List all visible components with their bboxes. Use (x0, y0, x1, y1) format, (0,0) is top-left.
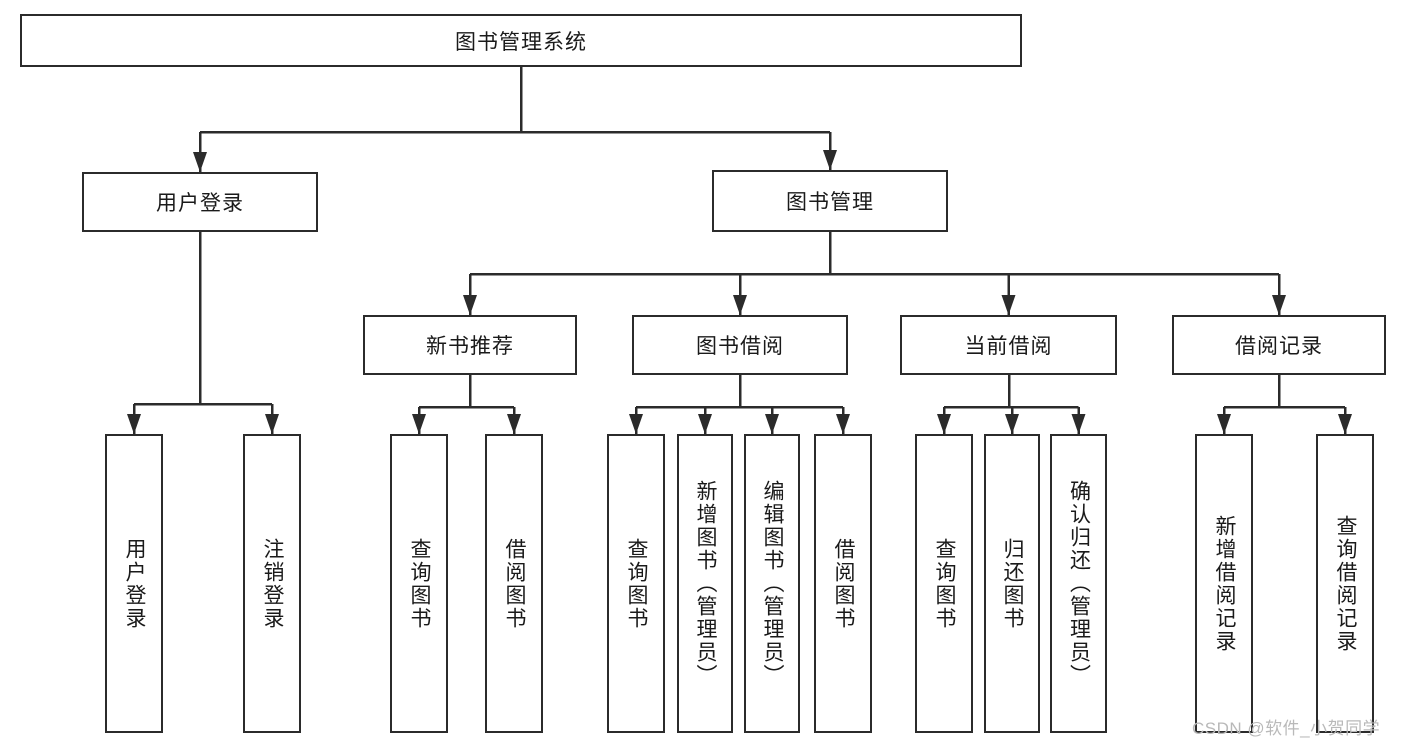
node-leaf-query-book-2[interactable]: 查询图书 (607, 434, 665, 733)
node-label: 查询图书 (408, 537, 432, 630)
node-new-book-recommend[interactable]: 新书推荐 (363, 315, 577, 375)
arrow-head-leaf-return-book (1005, 414, 1019, 434)
node-label: 新增图书（管理员） (694, 480, 718, 687)
node-label: 图书管理 (786, 191, 874, 214)
arrow-head-leaf-borrow-book-2 (836, 414, 850, 434)
arrow-head-leaf-logout-login (265, 414, 279, 434)
arrow-head-leaf-query-borrow-record (1338, 414, 1352, 434)
node-label: 当前借阅 (964, 335, 1053, 358)
node-leaf-query-book-3[interactable]: 查询图书 (915, 434, 973, 733)
arrow-head-leaf-query-book-3 (937, 414, 951, 434)
node-label: 借阅图书 (503, 537, 527, 630)
node-book-manage[interactable]: 图书管理 (712, 170, 948, 232)
node-label: 注销登录 (261, 537, 285, 630)
node-book-borrow[interactable]: 图书借阅 (632, 315, 848, 375)
arrow-head-current-borrow (1001, 295, 1016, 315)
node-leaf-return-book[interactable]: 归还图书 (984, 434, 1040, 733)
arrow-head-leaf-add-book-admin (698, 414, 712, 434)
node-label: 确认归还（管理员） (1067, 480, 1091, 687)
node-leaf-user-login[interactable]: 用户登录 (105, 434, 163, 733)
arrow-head-leaf-user-login (127, 414, 141, 434)
node-label: 借阅图书 (832, 537, 856, 630)
arrow-head-leaf-confirm-return-admin (1071, 414, 1086, 434)
arrow-head-new-book-recommend (463, 295, 477, 315)
node-label: 编辑图书（管理员） (761, 480, 785, 687)
node-leaf-edit-book-admin[interactable]: 编辑图书（管理员） (744, 434, 800, 733)
arrow-head-leaf-add-borrow-record (1217, 414, 1231, 434)
node-label: 新增借阅记录 (1213, 514, 1237, 653)
node-borrow-record[interactable]: 借阅记录 (1172, 315, 1386, 375)
node-leaf-borrow-book-1[interactable]: 借阅图书 (485, 434, 543, 733)
node-leaf-add-book-admin[interactable]: 新增图书（管理员） (677, 434, 733, 733)
node-label: 归还图书 (1001, 537, 1025, 630)
node-label: 新书推荐 (426, 335, 514, 358)
node-label: 图书借阅 (696, 335, 784, 358)
node-leaf-confirm-return-admin[interactable]: 确认归还（管理员） (1050, 434, 1107, 733)
arrow-head-leaf-edit-book-admin (765, 414, 779, 434)
node-label: 查询图书 (933, 537, 957, 630)
node-user-login[interactable]: 用户登录 (82, 172, 318, 232)
node-label: 查询借阅记录 (1334, 514, 1358, 653)
arrow-head-user-login (193, 152, 207, 172)
arrow-head-leaf-borrow-book-1 (507, 414, 521, 434)
node-label: 用户登录 (156, 192, 244, 215)
node-leaf-borrow-book-2[interactable]: 借阅图书 (814, 434, 872, 733)
node-leaf-query-borrow-record[interactable]: 查询借阅记录 (1316, 434, 1374, 733)
node-leaf-add-borrow-record[interactable]: 新增借阅记录 (1195, 434, 1253, 733)
node-label: 图书管理系统 (455, 30, 587, 54)
arrow-head-leaf-query-book-1 (412, 414, 426, 434)
arrow-head-book-manage (823, 150, 837, 170)
node-current-borrow[interactable]: 当前借阅 (900, 315, 1117, 375)
node-label: 查询图书 (625, 537, 649, 630)
node-leaf-logout-login[interactable]: 注销登录 (243, 434, 301, 733)
node-label: 用户登录 (123, 537, 147, 630)
node-label: 借阅记录 (1235, 335, 1323, 358)
node-leaf-query-book-1[interactable]: 查询图书 (390, 434, 448, 733)
arrow-head-leaf-query-book-2 (629, 414, 643, 434)
arrow-head-borrow-record (1272, 295, 1286, 315)
arrow-head-book-borrow (733, 295, 747, 315)
node-root[interactable]: 图书管理系统 (20, 14, 1022, 67)
